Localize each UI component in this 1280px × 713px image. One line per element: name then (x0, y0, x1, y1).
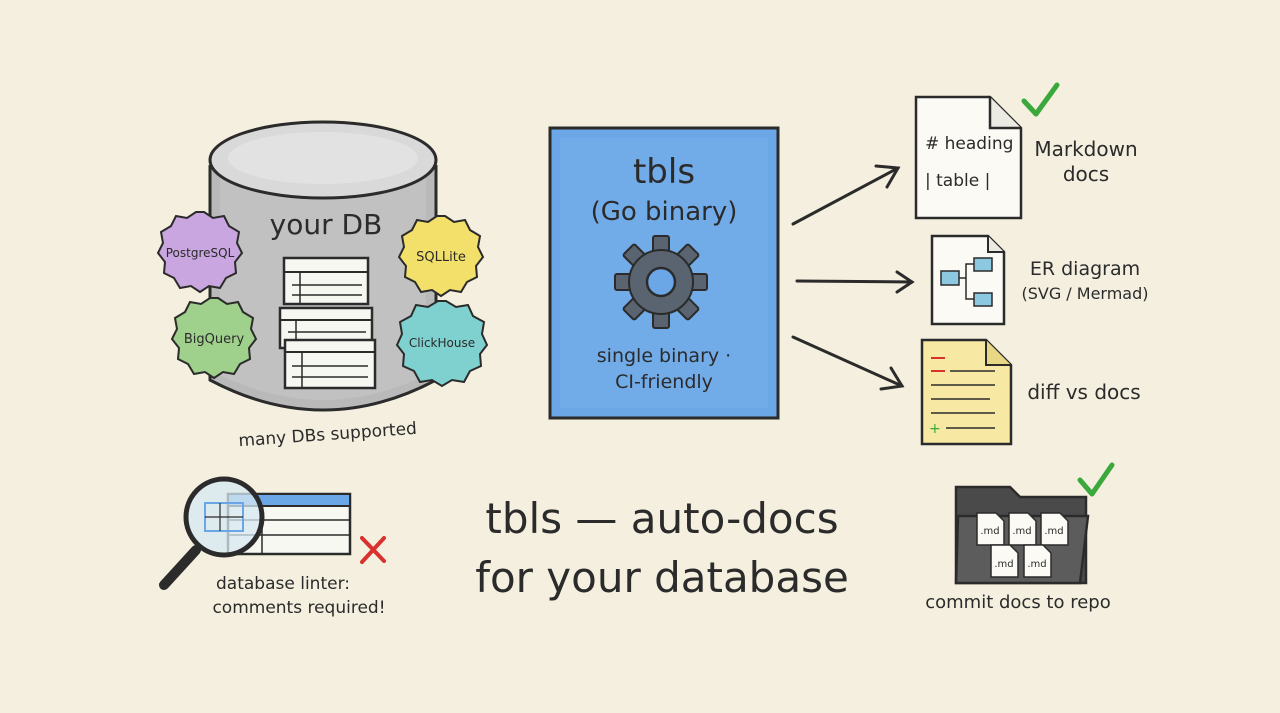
linter-line2: comments required! (212, 598, 385, 618)
commit-to-repo: .md .md .md .md .md commit docs to repo (925, 462, 1115, 613)
diagram-icon (930, 234, 1006, 326)
badge-label: BigQuery (184, 332, 245, 347)
database-caption: many DBs supported (238, 419, 418, 451)
tool-box: tbls (Go binary) single binary · CI-frie… (548, 126, 780, 420)
markdown-label-line2: docs (1063, 162, 1109, 186)
badge-label: PostgreSQL (166, 246, 235, 260)
markdown-doc-line2: | table | (925, 171, 990, 191)
table-icon (283, 338, 377, 390)
tool-name: tbls (633, 152, 695, 192)
svg-text:+: + (929, 421, 941, 437)
diff-document-icon: + (920, 338, 1013, 446)
md-file: .md (976, 512, 1005, 546)
badge-label: ClickHouse (409, 336, 475, 350)
database-title: your DB (270, 208, 383, 241)
headline: tbls — auto-docs for your database (475, 494, 849, 602)
document-icon (914, 95, 1023, 220)
er-label-line1: ER diagram (1030, 258, 1140, 280)
arrow-to-markdown (791, 164, 901, 226)
md-file: .md (990, 544, 1019, 578)
badge-shape (170, 297, 258, 380)
badge-bigquery: BigQuery (170, 297, 258, 380)
er-label-line2: (SVG / Mermad) (1021, 284, 1148, 303)
headline-line1: tbls — auto-docs (485, 494, 838, 543)
headline-line2: for your database (475, 553, 849, 602)
markdown-label-line1: Markdown (1034, 137, 1137, 161)
badge-label: SQLLite (416, 250, 466, 265)
md-file-label: .md (1012, 526, 1031, 537)
gear-icon (614, 235, 708, 329)
md-file: .md (1008, 512, 1037, 546)
badge-shape (395, 300, 489, 388)
tool-subtitle: (Go binary) (591, 197, 738, 227)
badge-shape (397, 215, 485, 298)
arrows (791, 164, 915, 391)
check-icon (1021, 82, 1060, 117)
tool-note-line2: CI-friendly (615, 371, 713, 393)
table-icon (282, 256, 370, 306)
diff-label: diff vs docs (1027, 380, 1140, 404)
database-cylinder: your DB PostgreSQL SQLLi (156, 120, 489, 451)
check-icon (1077, 462, 1115, 497)
md-file-label: .md (1027, 559, 1046, 570)
md-file: .md (1023, 544, 1052, 578)
badge-postgresql: PostgreSQL (156, 211, 244, 294)
tool-note-line1: single binary · (597, 345, 731, 367)
red-x-icon (360, 536, 386, 564)
arrow-to-diff (791, 335, 905, 391)
md-file-label: .md (994, 559, 1013, 570)
linter: database linter: comments required! (159, 476, 386, 618)
markdown-output: # heading | table | Markdown docs (914, 82, 1138, 220)
badge-shape (156, 211, 244, 294)
magnifier-icon (159, 476, 265, 590)
commit-caption: commit docs to repo (925, 592, 1111, 613)
arrow-to-er-diagram (795, 270, 915, 294)
diff-output: + diff vs docs (920, 338, 1141, 446)
linter-line1: database linter: (216, 574, 350, 594)
markdown-doc-line1: # heading (925, 134, 1013, 154)
md-file: .md (1040, 512, 1069, 546)
md-file-label: .md (1044, 526, 1063, 537)
er-output: ER diagram (SVG / Mermad) (930, 234, 1149, 326)
md-file-label: .md (980, 526, 999, 537)
badge-sqllite: SQLLite (397, 215, 485, 298)
badge-clickhouse: ClickHouse (395, 300, 489, 388)
